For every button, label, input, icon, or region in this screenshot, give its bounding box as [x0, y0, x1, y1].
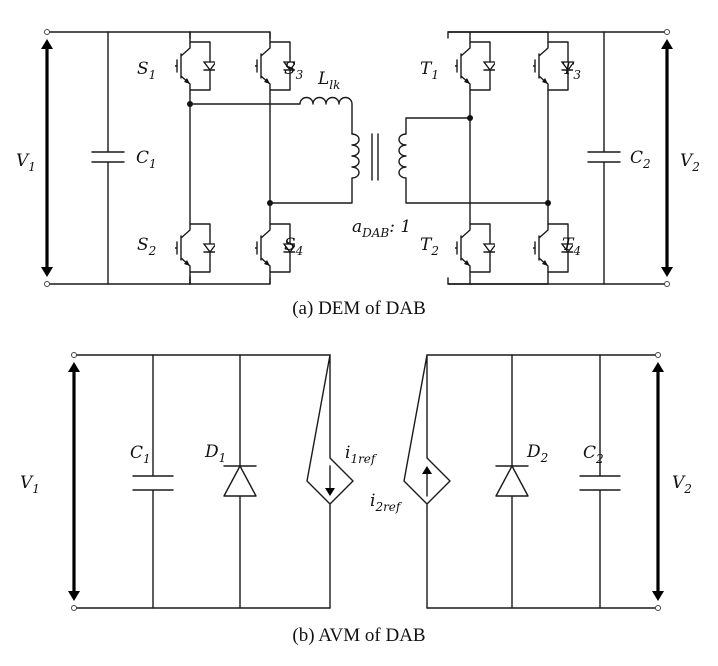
avm-v2-label: V2	[672, 473, 692, 496]
dem-s1-label: S1	[137, 59, 156, 82]
avm-terminal-bl	[71, 605, 77, 611]
dem-bottom-rail	[46, 277, 271, 285]
dem-terminal-tl	[44, 29, 50, 35]
dem-c2-label: C2	[630, 148, 651, 171]
dem-s4-label: S4	[284, 235, 303, 258]
dem-switch-t1	[455, 38, 495, 94]
avm-c2-capacitor	[579, 354, 621, 609]
dem-c1-label: C1	[136, 148, 157, 171]
dem-c2-capacitor	[587, 31, 621, 285]
dem-node-t1-mid	[467, 115, 473, 121]
avm-terminal-br	[655, 605, 661, 611]
avm-d2-diode	[495, 354, 529, 609]
dem-llk-label: Llk	[317, 69, 340, 92]
dem-switch-s2	[175, 220, 215, 276]
avm-terminal-tr	[655, 352, 661, 358]
avm-c1-capacitor	[132, 354, 174, 609]
avm-d2-label: D2	[526, 442, 548, 465]
dem-s2-label: S2	[137, 235, 156, 258]
dem-top-rail-right	[447, 31, 668, 39]
dem-switch-s1	[175, 38, 215, 94]
dem-t3-label: T3	[562, 59, 581, 82]
avm-c2-label: C2	[583, 443, 604, 466]
dem-t1-label: T1	[420, 59, 439, 82]
dem-caption: (a) DEM of DAB	[292, 298, 426, 319]
dem-v1-label: V1	[16, 151, 36, 174]
dem-t4-label: T4	[562, 235, 581, 258]
dem-top-rail	[46, 31, 271, 39]
dem-transformer-core	[371, 133, 379, 181]
dem-s3-label: S3	[284, 59, 304, 82]
dem-transformer-primary	[269, 133, 360, 204]
dem-c1-capacitor	[91, 31, 125, 285]
dem-transformer-secondary	[398, 117, 549, 204]
dem-t2-label: T2	[420, 235, 439, 258]
avm-i1ref-label: i1ref	[345, 443, 378, 466]
avm-c1-label: C1	[130, 443, 151, 466]
avm-d1-diode	[223, 354, 257, 609]
avm-caption: (b) AVM of DAB	[292, 625, 425, 646]
avm-d1-label: D1	[204, 442, 226, 465]
avm-v1-label: V1	[20, 473, 40, 496]
dem-bottom-rail-right	[447, 277, 668, 285]
dem-terminal-br	[664, 281, 670, 287]
dem-v2-label: V2	[680, 151, 700, 174]
dem-llk-inductor	[189, 96, 353, 135]
dem-terminal-tr	[664, 29, 670, 35]
avm-i2ref-source	[403, 354, 451, 609]
dem-switch-t2	[455, 220, 495, 276]
dem-diagram: V1 V2 C1 C2 S1 S3	[16, 29, 700, 319]
avm-terminal-tl	[71, 352, 77, 358]
avm-i1ref-source	[306, 354, 354, 609]
avm-i2ref-label: i2ref	[370, 491, 403, 514]
dem-node-t3-mid	[545, 200, 551, 206]
dem-terminal-bl	[44, 281, 50, 287]
dem-ratio-label: aDAB: 1	[352, 217, 411, 240]
avm-diagram: V1 V2 C1 D1 i1ref i2ref D2 C2 (b) AVM of…	[20, 352, 692, 646]
